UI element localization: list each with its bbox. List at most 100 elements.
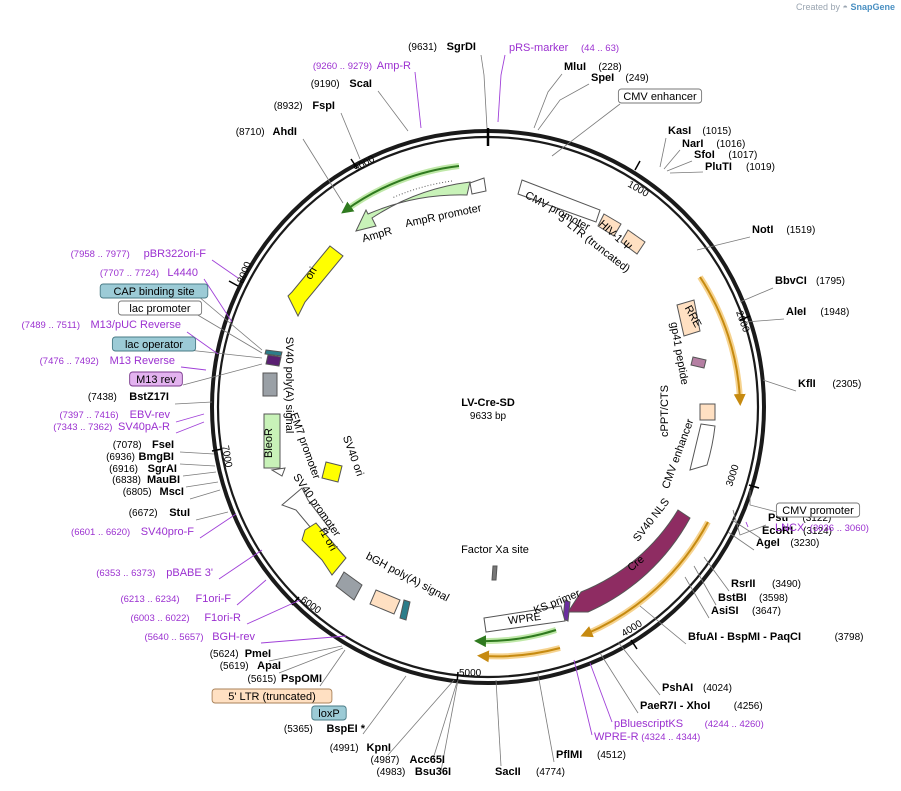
primer-sv40pro-f[interactable]: SV40pro-F(6601 .. 6620) bbox=[71, 526, 194, 538]
primer-name: EBV-rev bbox=[130, 409, 171, 421]
enzyme-site-pflmi[interactable]: PflMI(4512) bbox=[556, 749, 626, 761]
enzyme-site-bstbi[interactable]: BstBI(3598) bbox=[718, 592, 788, 604]
enzyme-site-maubi[interactable]: MauBI(6838) bbox=[112, 474, 180, 486]
primer-pbluescriptks[interactable]: pBluescriptKS(4244 .. 4260) bbox=[614, 718, 764, 730]
cmv-enhancer-box bbox=[689, 423, 716, 471]
feature-box-5-ltr-truncated[interactable]: 5' LTR (truncated) bbox=[211, 688, 333, 704]
enzyme-name: EcoRI bbox=[762, 525, 793, 537]
tick-marks bbox=[211, 158, 760, 684]
feature-label-ori[interactable]: ori bbox=[303, 265, 320, 282]
primer-wpre-r[interactable]: WPRE-R(4324 .. 4344) bbox=[594, 731, 700, 743]
primer-sv40pa-r[interactable]: SV40pA-R(7343 .. 7362) bbox=[53, 421, 170, 433]
primer-range: (6003 .. 6022) bbox=[130, 613, 189, 624]
enzyme-name: AleI bbox=[786, 306, 806, 318]
enzyme-position: (4983) bbox=[376, 767, 405, 778]
enzyme-site-msci[interactable]: MscI(6805) bbox=[123, 486, 184, 498]
enzyme-name: SfoI bbox=[694, 149, 715, 161]
enzyme-position: (1519) bbox=[786, 225, 815, 236]
feature-box-label: lac operator bbox=[125, 339, 183, 351]
feature-label-wpre[interactable]: WPRE bbox=[507, 611, 541, 627]
enzyme-site-stui[interactable]: StuI(6672) bbox=[129, 507, 190, 519]
feature-box-label: lac promoter bbox=[129, 303, 190, 315]
enzyme-site-bmgbi[interactable]: BmgBI(6936) bbox=[106, 451, 174, 463]
enzyme-site-fsei[interactable]: FseI(7078) bbox=[113, 439, 174, 451]
primer-name: L4440 bbox=[167, 267, 198, 279]
feature-box-frame bbox=[211, 688, 333, 704]
enzyme-site-acc65i[interactable]: Acc65I(4987) bbox=[370, 754, 445, 766]
primer-pbabe-3[interactable]: pBABE 3'(6353 .. 6373) bbox=[96, 567, 213, 579]
enzyme-site-bsu36i[interactable]: Bsu36I(4983) bbox=[376, 766, 451, 778]
primer-bgh-rev[interactable]: BGH-rev(5640 .. 5657) bbox=[144, 631, 255, 643]
enzyme-site-alei[interactable]: AleI(1948) bbox=[786, 306, 849, 318]
feature-box-lac-promoter[interactable]: lac promoter bbox=[117, 300, 203, 316]
feature-label-bleor[interactable]: BleoR bbox=[263, 428, 275, 458]
primer-amp-r[interactable]: Amp-R(9260 .. 9279) bbox=[313, 60, 411, 72]
primer-prs-marker[interactable]: pRS-marker(44 .. 63) bbox=[509, 42, 619, 54]
enzyme-site-ecori[interactable]: EcoRI(3124) bbox=[762, 525, 832, 537]
enzyme-site-agei[interactable]: AgeI(3230) bbox=[756, 537, 819, 549]
enzyme-site-spei[interactable]: SpeI(249) bbox=[591, 72, 649, 84]
enzyme-position: (2305) bbox=[832, 379, 861, 390]
primer-range: (7958 .. 7977) bbox=[71, 249, 130, 260]
enzyme-position: (4991) bbox=[330, 743, 359, 754]
enzyme-site-kpni[interactable]: KpnI (4991) bbox=[330, 742, 391, 754]
enzyme-name: StuI bbox=[169, 507, 190, 519]
feature-label-em7-promoter[interactable]: EM7 promoter bbox=[287, 411, 322, 481]
enzyme-site-mlui[interactable]: MluI(228) bbox=[564, 61, 622, 73]
primer-m13-reverse[interactable]: M13 Reverse(7476 .. 7492) bbox=[40, 355, 175, 367]
primer-ebv-rev[interactable]: EBV-rev(7397 .. 7416) bbox=[59, 409, 170, 421]
enzyme-site-asisi[interactable]: AsiSI(3647) bbox=[711, 605, 781, 617]
enzyme-site-sgrdi[interactable]: SgrDI(9631) bbox=[408, 41, 476, 53]
enzyme-site-nari[interactable]: NarI(1016) bbox=[682, 138, 745, 150]
primer-range: (7707 .. 7724) bbox=[100, 268, 159, 279]
enzyme-site-kfli[interactable]: KflI(2305) bbox=[798, 378, 861, 390]
enzyme-name: BstBI bbox=[718, 592, 747, 604]
feature-label-sv40-ori[interactable]: SV40 ori bbox=[340, 434, 366, 478]
enzyme-site-fspi[interactable]: FspI(8932) bbox=[274, 100, 335, 112]
primer-f1ori-f[interactable]: F1ori-F(6213 .. 6234) bbox=[120, 593, 231, 605]
primer-m13-puc-reverse[interactable]: M13/pUC Reverse(7489 .. 7511) bbox=[22, 319, 181, 331]
feature-label-ampr-promoter[interactable]: AmpR promoter bbox=[404, 202, 483, 230]
ks-primer-box bbox=[562, 599, 571, 622]
feature-label-factor-xa-site[interactable]: Factor Xa site bbox=[461, 544, 529, 556]
enzyme-site-scai[interactable]: ScaI(9190) bbox=[311, 78, 372, 90]
enzyme-site-rsrii[interactable]: RsrII(3490) bbox=[731, 578, 801, 590]
primer-f1ori-r[interactable]: F1ori-R(6003 .. 6022) bbox=[130, 612, 241, 624]
feature-box-loxp[interactable]: loxP bbox=[311, 705, 347, 721]
enzyme-site-sfoi[interactable]: SfoI(1017) bbox=[694, 149, 757, 161]
wpre-box bbox=[483, 605, 566, 633]
enzyme-site-noti[interactable]: NotI(1519) bbox=[752, 224, 815, 236]
credit-prefix: Created by bbox=[795, 2, 841, 12]
enzyme-site-ahdi[interactable]: AhdI(8710) bbox=[236, 126, 297, 138]
feature-box-m13-rev[interactable]: M13 rev bbox=[129, 371, 183, 387]
enzyme-site-bfuai-bspmi-paqci[interactable]: BfuAI - BspMI - PaqCI(3798) bbox=[688, 631, 864, 643]
primer-leader-lines bbox=[175, 54, 749, 736]
enzyme-site-pshai[interactable]: PshAI(4024) bbox=[662, 682, 732, 694]
enzyme-site-pmei[interactable]: PmeI(5624) bbox=[210, 648, 271, 660]
enzyme-name: KpnI bbox=[367, 742, 391, 754]
enzyme-site-pspomi[interactable]: PspOMI(5615) bbox=[247, 673, 322, 685]
primer-pbr322ori-f[interactable]: pBR322ori-F(7958 .. 7977) bbox=[71, 248, 207, 260]
enzyme-site-bstz17i[interactable]: BstZ17I(7438) bbox=[88, 391, 169, 403]
enzyme-name: PshAI bbox=[662, 682, 693, 694]
feature-box-lac-operator[interactable]: lac operator bbox=[111, 336, 197, 352]
feature-box-cmv-enhancer[interactable]: CMV enhancer bbox=[617, 88, 703, 104]
primer-name: M13 Reverse bbox=[110, 355, 175, 367]
primer-lncx[interactable]: LNCX(3036 .. 3060) bbox=[775, 522, 869, 534]
primer-name: SV40pro-F bbox=[141, 526, 194, 538]
enzyme-site-sacii[interactable]: SacII(4774) bbox=[495, 766, 565, 778]
tick-label-7000: 7000 bbox=[219, 445, 234, 469]
feature-box-cap-binding-site[interactable]: CAP binding site bbox=[99, 283, 209, 299]
enzyme-site-sgrai[interactable]: SgrAI(6916) bbox=[109, 463, 177, 475]
enzyme-name: BmgBI bbox=[139, 451, 174, 463]
enzyme-site-kasi[interactable]: KasI(1015) bbox=[668, 125, 731, 137]
enzyme-site-bspei[interactable]: BspEI *(5365) bbox=[284, 723, 366, 735]
enzyme-site-paer7i-xhoi[interactable]: PaeR7I - XhoI(4256) bbox=[640, 700, 763, 712]
enzyme-site-pluti[interactable]: PluTI(1019) bbox=[705, 161, 775, 173]
primer-l4440[interactable]: L4440 (7707 .. 7724) bbox=[100, 267, 198, 279]
feature-box-cmv-promoter[interactable]: CMV promoter bbox=[775, 502, 861, 518]
enzyme-site-bbvci[interactable]: BbvCI(1795) bbox=[775, 275, 845, 287]
feature-label-sv40-poly-a-signal[interactable]: SV40 poly(A) signal bbox=[283, 337, 295, 434]
enzyme-site-apai[interactable]: ApaI(5619) bbox=[220, 660, 281, 672]
feature-label-cppt-cts[interactable]: cPPT/CTS bbox=[659, 385, 671, 437]
